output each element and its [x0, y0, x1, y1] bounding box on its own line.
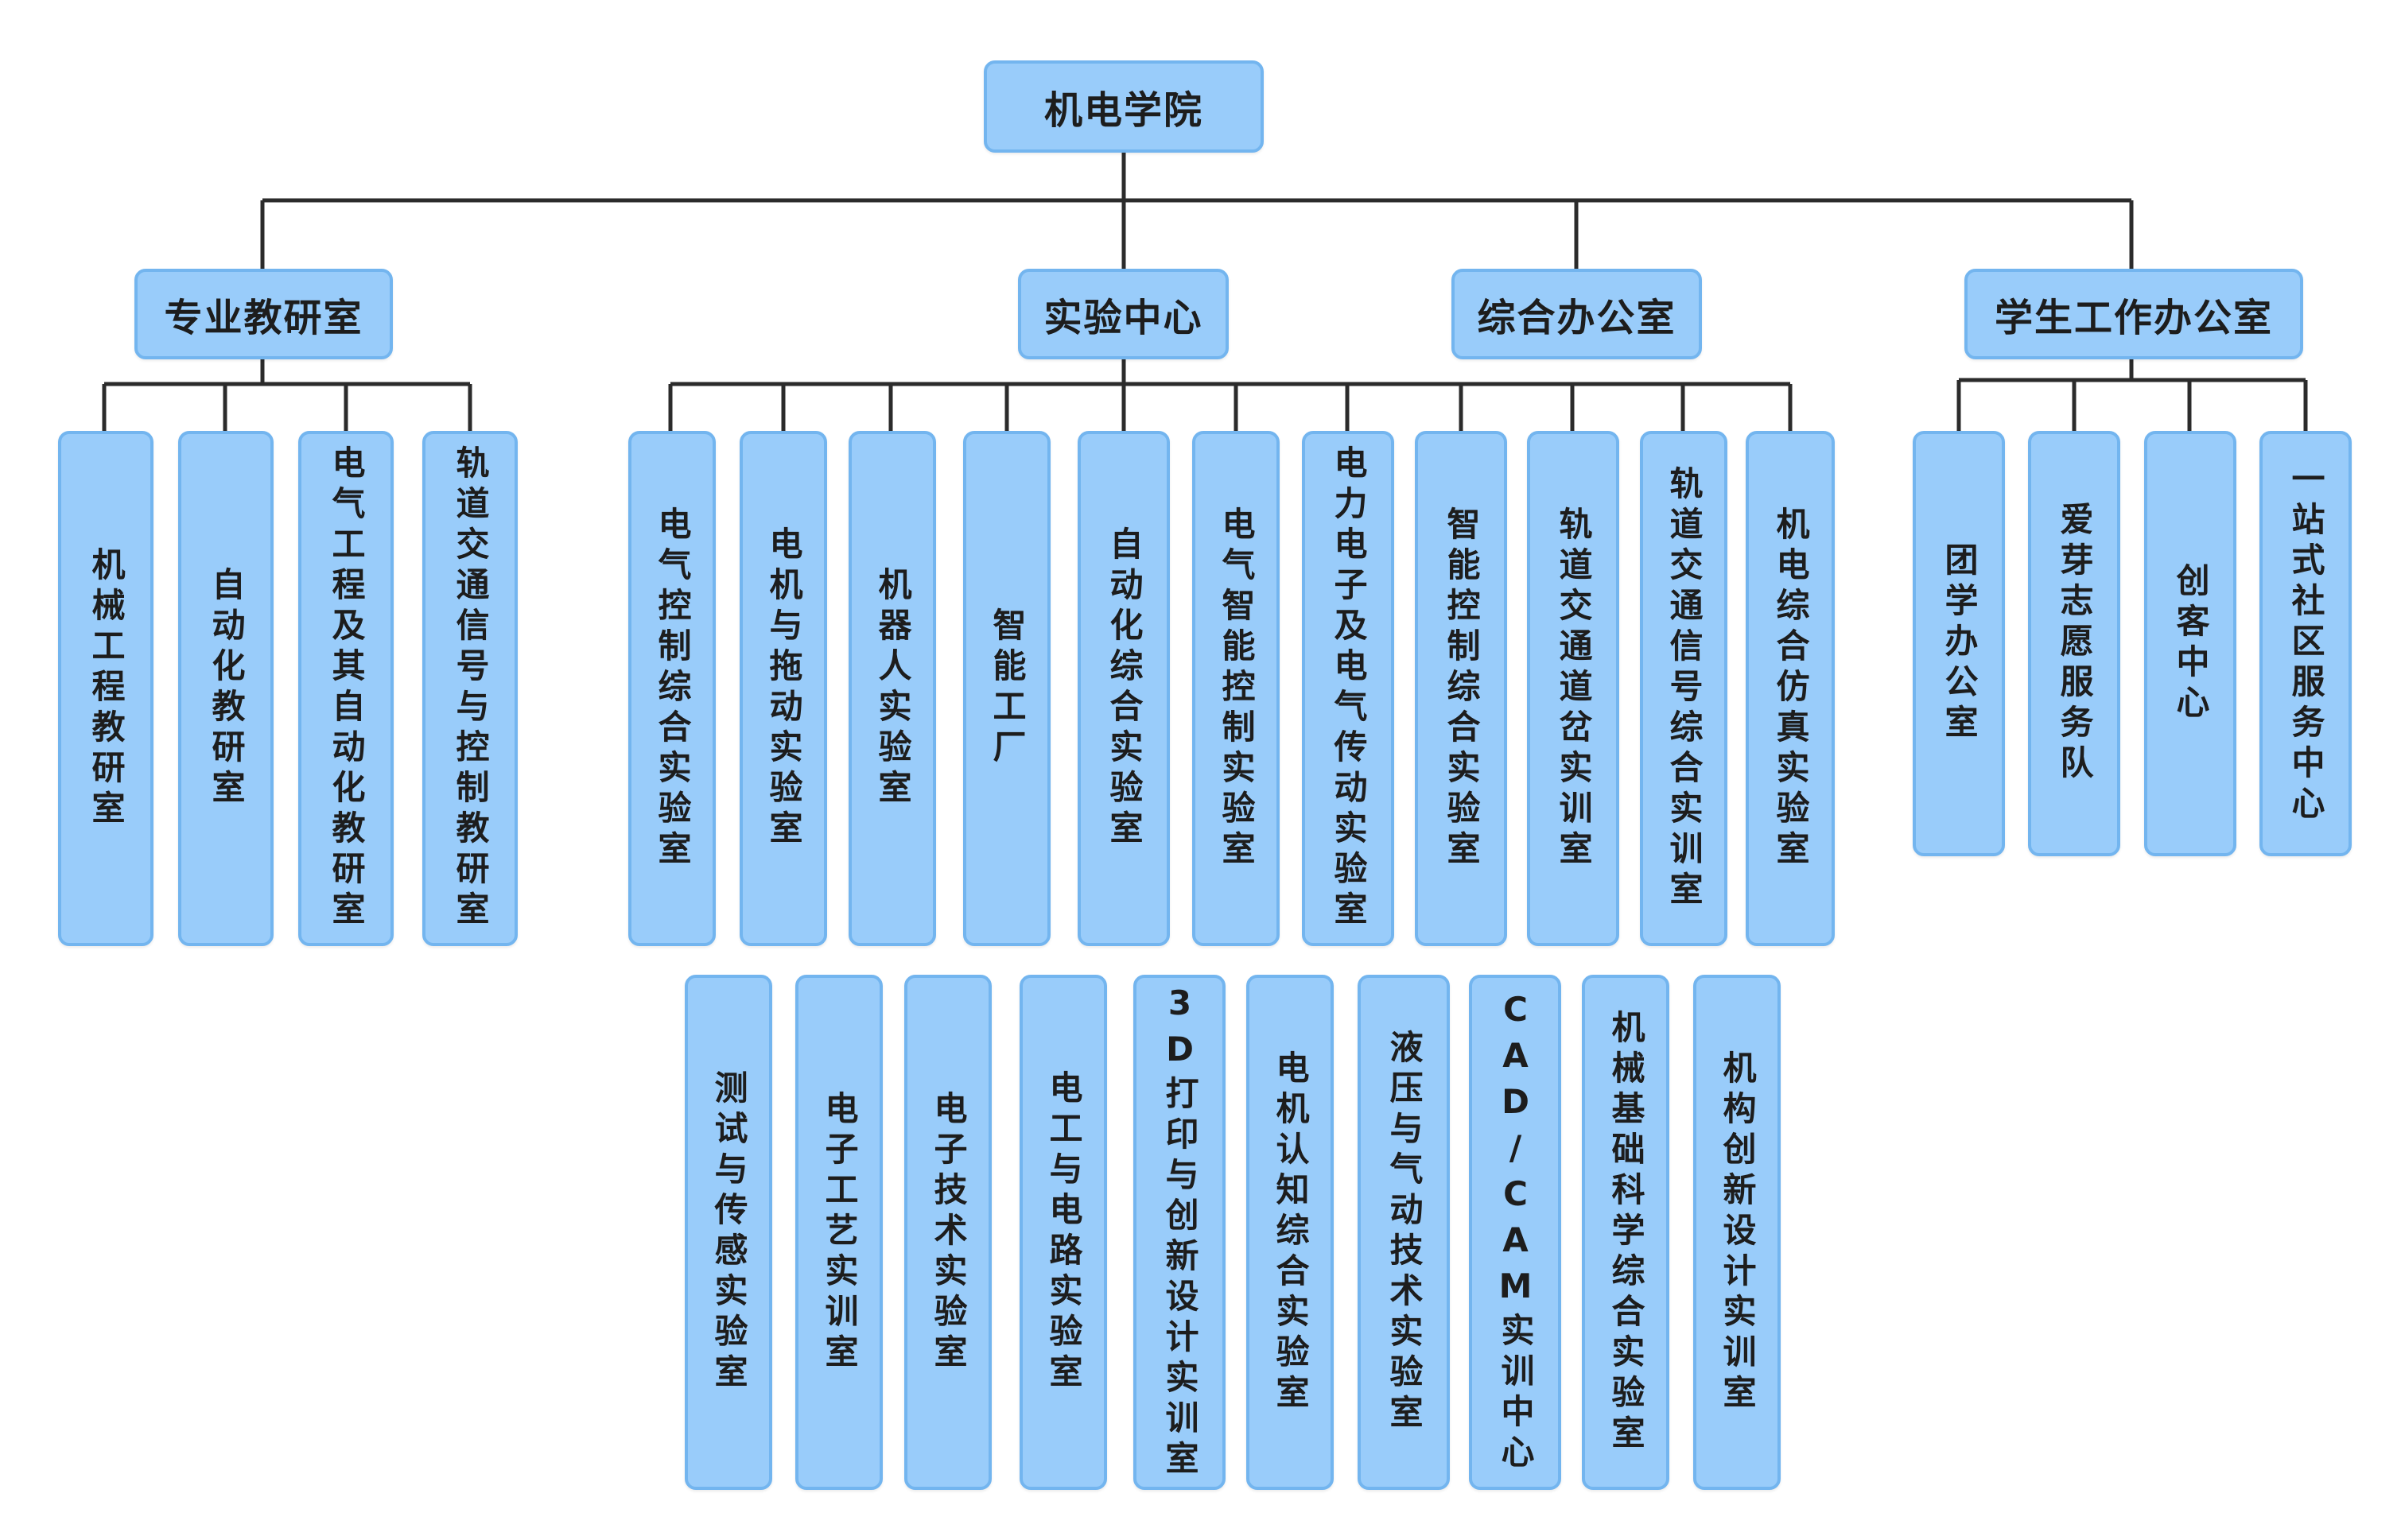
- leaf-node: 电气控制综合实验室: [628, 431, 716, 946]
- leaf-node: 自动化综合实验室: [1078, 431, 1170, 946]
- leaf-node: 智能控制综合实验室: [1415, 431, 1507, 946]
- leaf-node: 电气工程及其自动化教研室: [298, 431, 394, 946]
- leaf-node: 液压与气动技术实验室: [1358, 975, 1450, 1490]
- leaf-node: 团学办公室: [1913, 431, 2005, 856]
- leaf-node: 测试与传感实验室: [685, 975, 772, 1490]
- branch-node-teaching: 专业教研室: [134, 269, 393, 359]
- leaf-node: 机构创新设计实训室: [1693, 975, 1781, 1490]
- leaf-node: 轨道交通信号综合实训室: [1640, 431, 1727, 946]
- leaf-node: 电机认知综合实验室: [1246, 975, 1334, 1490]
- leaf-node: 电机与拖动实验室: [740, 431, 827, 946]
- leaf-node: 机电综合仿真实验室: [1746, 431, 1835, 946]
- leaf-node: 一站式社区服务中心: [2259, 431, 2352, 856]
- branch-node-student-office: 学生工作办公室: [1964, 269, 2303, 359]
- leaf-node: 机械工程教研室: [58, 431, 153, 946]
- leaf-node: 轨道交通信号与控制教研室: [422, 431, 518, 946]
- leaf-node: 机械基础科学综合实验室: [1582, 975, 1669, 1490]
- branch-node-general-office: 综合办公室: [1451, 269, 1702, 359]
- leaf-node: 电子技术实验室: [904, 975, 992, 1490]
- root-node: 机电学院: [984, 60, 1264, 153]
- leaf-node: 爱芽志愿服务队: [2028, 431, 2120, 856]
- leaf-node: 电子工艺实训室: [795, 975, 883, 1490]
- branch-node-lab-center: 实验中心: [1018, 269, 1229, 359]
- leaf-node: 自动化教研室: [178, 431, 274, 946]
- leaf-node: 电力电子及电气传动实验室: [1302, 431, 1394, 946]
- leaf-node: 电气智能控制实验室: [1192, 431, 1280, 946]
- leaf-node: 电工与电路实验室: [1020, 975, 1107, 1490]
- leaf-node: 创客中心: [2144, 431, 2236, 856]
- leaf-node: CAD/CAM实训中心: [1469, 975, 1561, 1490]
- leaf-node: 轨道交通道岔实训室: [1527, 431, 1619, 946]
- leaf-node: 3D打印与创新设计实训室: [1133, 975, 1226, 1490]
- leaf-node: 机器人实验室: [849, 431, 936, 946]
- leaf-node: 智能工厂: [963, 431, 1051, 946]
